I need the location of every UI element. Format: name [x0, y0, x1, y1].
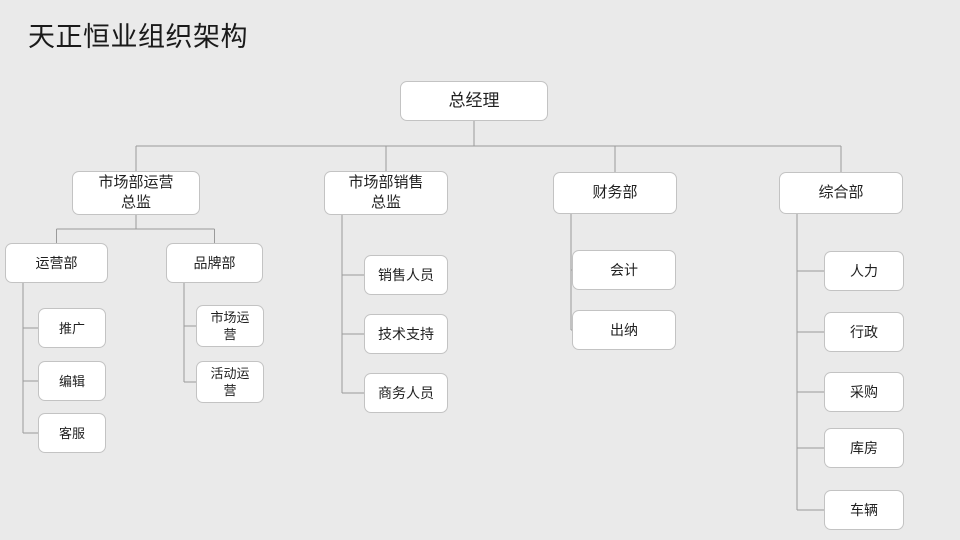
org-node[interactable]: 编辑	[38, 361, 106, 401]
org-node[interactable]: 品牌部	[166, 243, 263, 283]
org-node-label: 人力	[850, 263, 878, 279]
org-node-label: 库房	[850, 440, 878, 456]
org-node-label: 市场部运营 总监	[98, 174, 174, 211]
org-node-label: 会计	[610, 262, 638, 278]
org-node[interactable]: 客服	[38, 413, 106, 453]
org-node[interactable]: 销售人员	[364, 255, 448, 295]
org-node[interactable]: 财务部	[553, 172, 677, 214]
org-node[interactable]: 采购	[824, 372, 904, 412]
org-node-label: 财务部	[592, 184, 638, 201]
org-node-label: 运营部	[35, 255, 78, 271]
org-node[interactable]: 活动运 营	[196, 361, 264, 403]
org-node[interactable]: 市场运 营	[196, 305, 264, 347]
org-node[interactable]: 推广	[38, 308, 106, 348]
org-node-label: 编辑	[58, 373, 85, 389]
org-node[interactable]: 综合部	[779, 172, 903, 214]
org-node[interactable]: 市场部销售 总监	[324, 171, 448, 215]
org-node-label: 车辆	[850, 502, 878, 518]
org-node-label: 销售人员	[378, 267, 434, 283]
org-node-label: 商务人员	[378, 385, 434, 401]
org-node[interactable]: 商务人员	[364, 373, 448, 413]
org-node-label: 客服	[58, 425, 85, 441]
org-node[interactable]: 出纳	[572, 310, 676, 350]
org-node-label: 活动运 营	[210, 366, 250, 398]
org-node[interactable]: 行政	[824, 312, 904, 352]
org-node[interactable]: 技术支持	[364, 314, 448, 354]
org-node-label: 市场运 营	[210, 310, 250, 342]
org-node[interactable]: 总经理	[400, 81, 548, 121]
org-node-label: 综合部	[818, 184, 864, 201]
org-node-label: 技术支持	[378, 326, 434, 342]
org-node-label: 出纳	[610, 322, 638, 338]
org-node-label: 采购	[850, 384, 878, 400]
org-node[interactable]: 运营部	[5, 243, 108, 283]
org-node-label: 市场部销售 总监	[348, 174, 424, 211]
page-title: 天正恒业组织架构	[28, 22, 248, 52]
org-node[interactable]: 人力	[824, 251, 904, 291]
org-node[interactable]: 市场部运营 总监	[72, 171, 200, 215]
org-node[interactable]: 库房	[824, 428, 904, 468]
org-node-label: 总经理	[448, 91, 500, 110]
org-node-label: 品牌部	[193, 255, 236, 271]
org-node-label: 行政	[850, 324, 878, 340]
org-node[interactable]: 车辆	[824, 490, 904, 530]
org-node[interactable]: 会计	[572, 250, 676, 290]
org-node-label: 推广	[58, 320, 85, 336]
